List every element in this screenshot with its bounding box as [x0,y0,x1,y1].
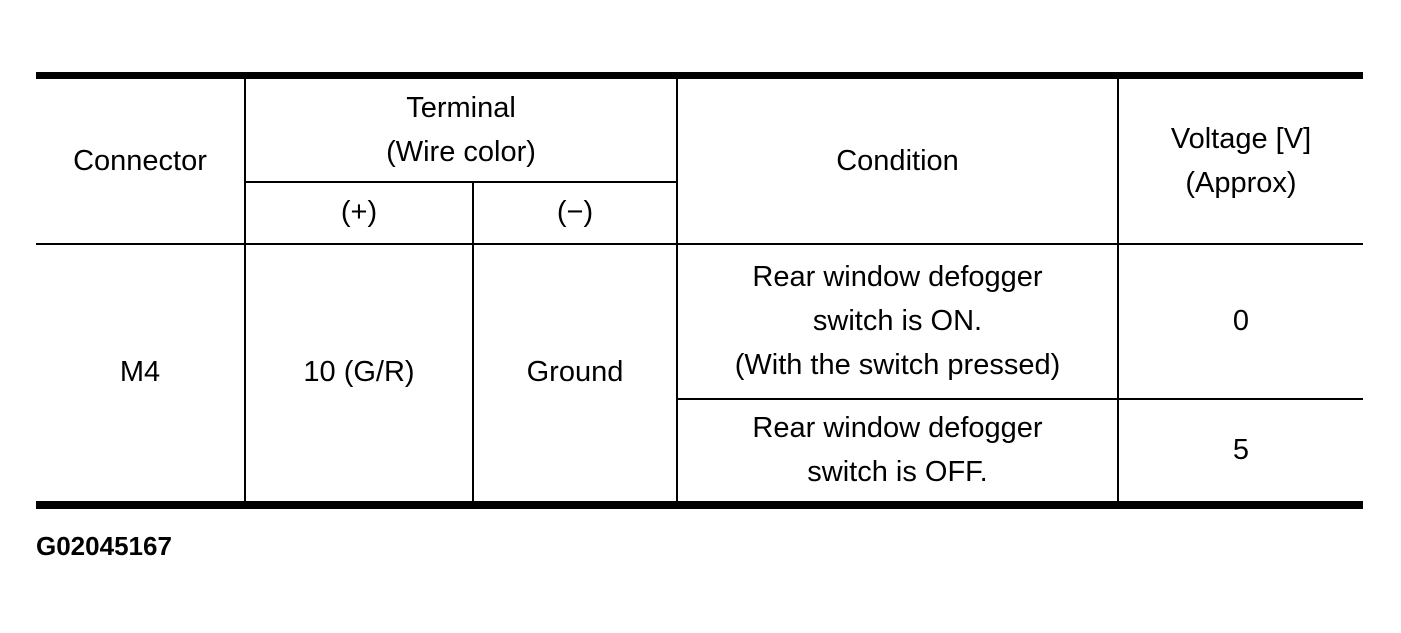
cell-voltage-switch-off: 5 [1117,397,1363,506]
condition-on-line3: (With the switch pressed) [734,349,1061,381]
condition-off-line1: Rear window defogger [752,412,1043,444]
header-terminal-line1: Terminal [406,91,516,124]
cell-condition-switch-off: Rear window defogger switch is OFF. [676,397,1119,506]
header-voltage: Voltage [V] (Approx) [1117,74,1363,245]
cell-connector-value: M4 [36,242,246,506]
header-terminal-line2: (Wire color) [386,135,536,168]
header-terminal-minus: (−) [472,180,678,245]
header-terminal-plus: (+) [244,180,474,245]
cell-terminal-minus-value: Ground [472,242,678,506]
condition-off-line2: switch is OFF. [807,456,988,488]
condition-on-line2: switch is ON. [812,305,983,337]
header-connector: Connector [36,74,246,245]
header-terminal-wire-color: Terminal (Wire color) [244,74,678,183]
header-voltage-line1: Voltage [V] [1170,122,1312,155]
cell-voltage-switch-on: 0 [1117,242,1363,400]
header-condition: Condition [676,74,1119,245]
voltage-spec-table: Connector Terminal (Wire color) Conditio… [36,72,1363,509]
figure-id-label: G02045167 [36,531,172,561]
condition-on-line1: Rear window defogger [752,261,1043,293]
cell-condition-switch-on: Rear window defogger switch is ON. (With… [676,242,1119,400]
header-voltage-line2: (Approx) [1185,166,1297,199]
cell-terminal-plus-value: 10 (G/R) [244,242,474,506]
